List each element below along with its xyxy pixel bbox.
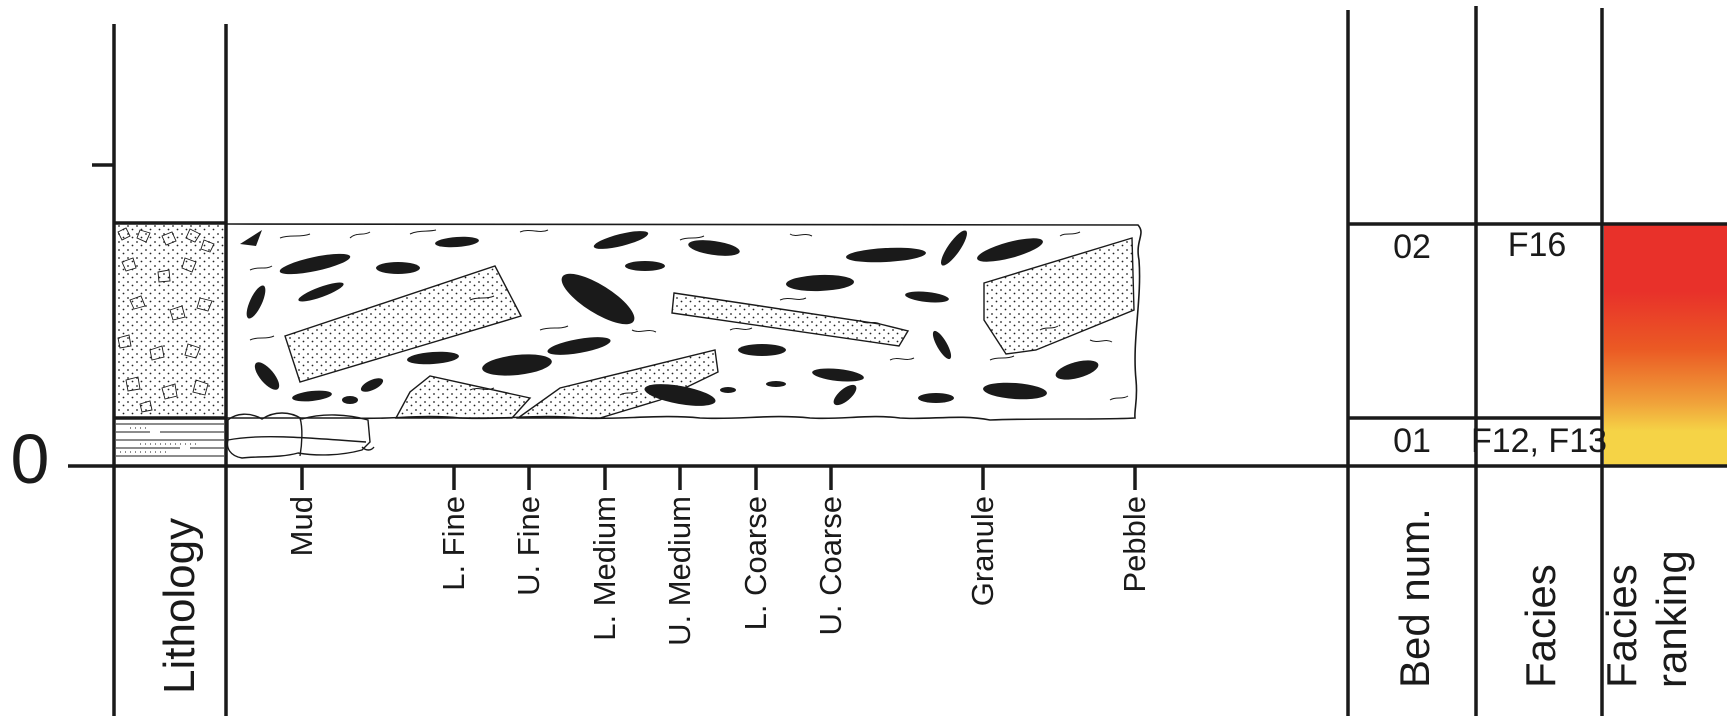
- facies-ranking-header-line1: Facies: [1598, 564, 1645, 688]
- facies-01: F12, F13: [1471, 422, 1607, 460]
- lithology-bed-01-pattern: [116, 424, 224, 456]
- grain-size-label-3: L. Medium: [587, 496, 622, 641]
- bed-02-drawing: [226, 224, 1141, 420]
- facies-ranking-header-line2: ranking: [1648, 550, 1695, 688]
- facies-02: F16: [1508, 226, 1567, 264]
- grain-size-label-2: U. Fine: [511, 496, 546, 596]
- depth-zero-label: 0: [11, 420, 50, 498]
- grain-size-label-8: Pebble: [1117, 496, 1152, 593]
- lithology-bed-02-pattern: [114, 224, 226, 417]
- bed-number-header: Bed num.: [1391, 508, 1438, 688]
- facies-ranking-bar: [1604, 224, 1727, 465]
- grain-size-label-1: L. Fine: [436, 496, 471, 591]
- grain-size-ticks: [302, 466, 1135, 490]
- grain-size-label-6: U. Coarse: [813, 496, 848, 636]
- lithology-header: Lithology: [155, 518, 204, 694]
- grain-size-label-5: L. Coarse: [738, 496, 773, 630]
- bed-number-01: 01: [1393, 422, 1431, 460]
- bed-01-drawing: [228, 413, 374, 458]
- grain-size-label-0: Mud: [284, 496, 319, 556]
- grain-size-label-7: Granule: [965, 496, 1000, 606]
- facies-header: Facies: [1517, 564, 1564, 688]
- bed-number-02: 02: [1393, 228, 1431, 266]
- grain-size-label-4: U. Medium: [662, 496, 697, 646]
